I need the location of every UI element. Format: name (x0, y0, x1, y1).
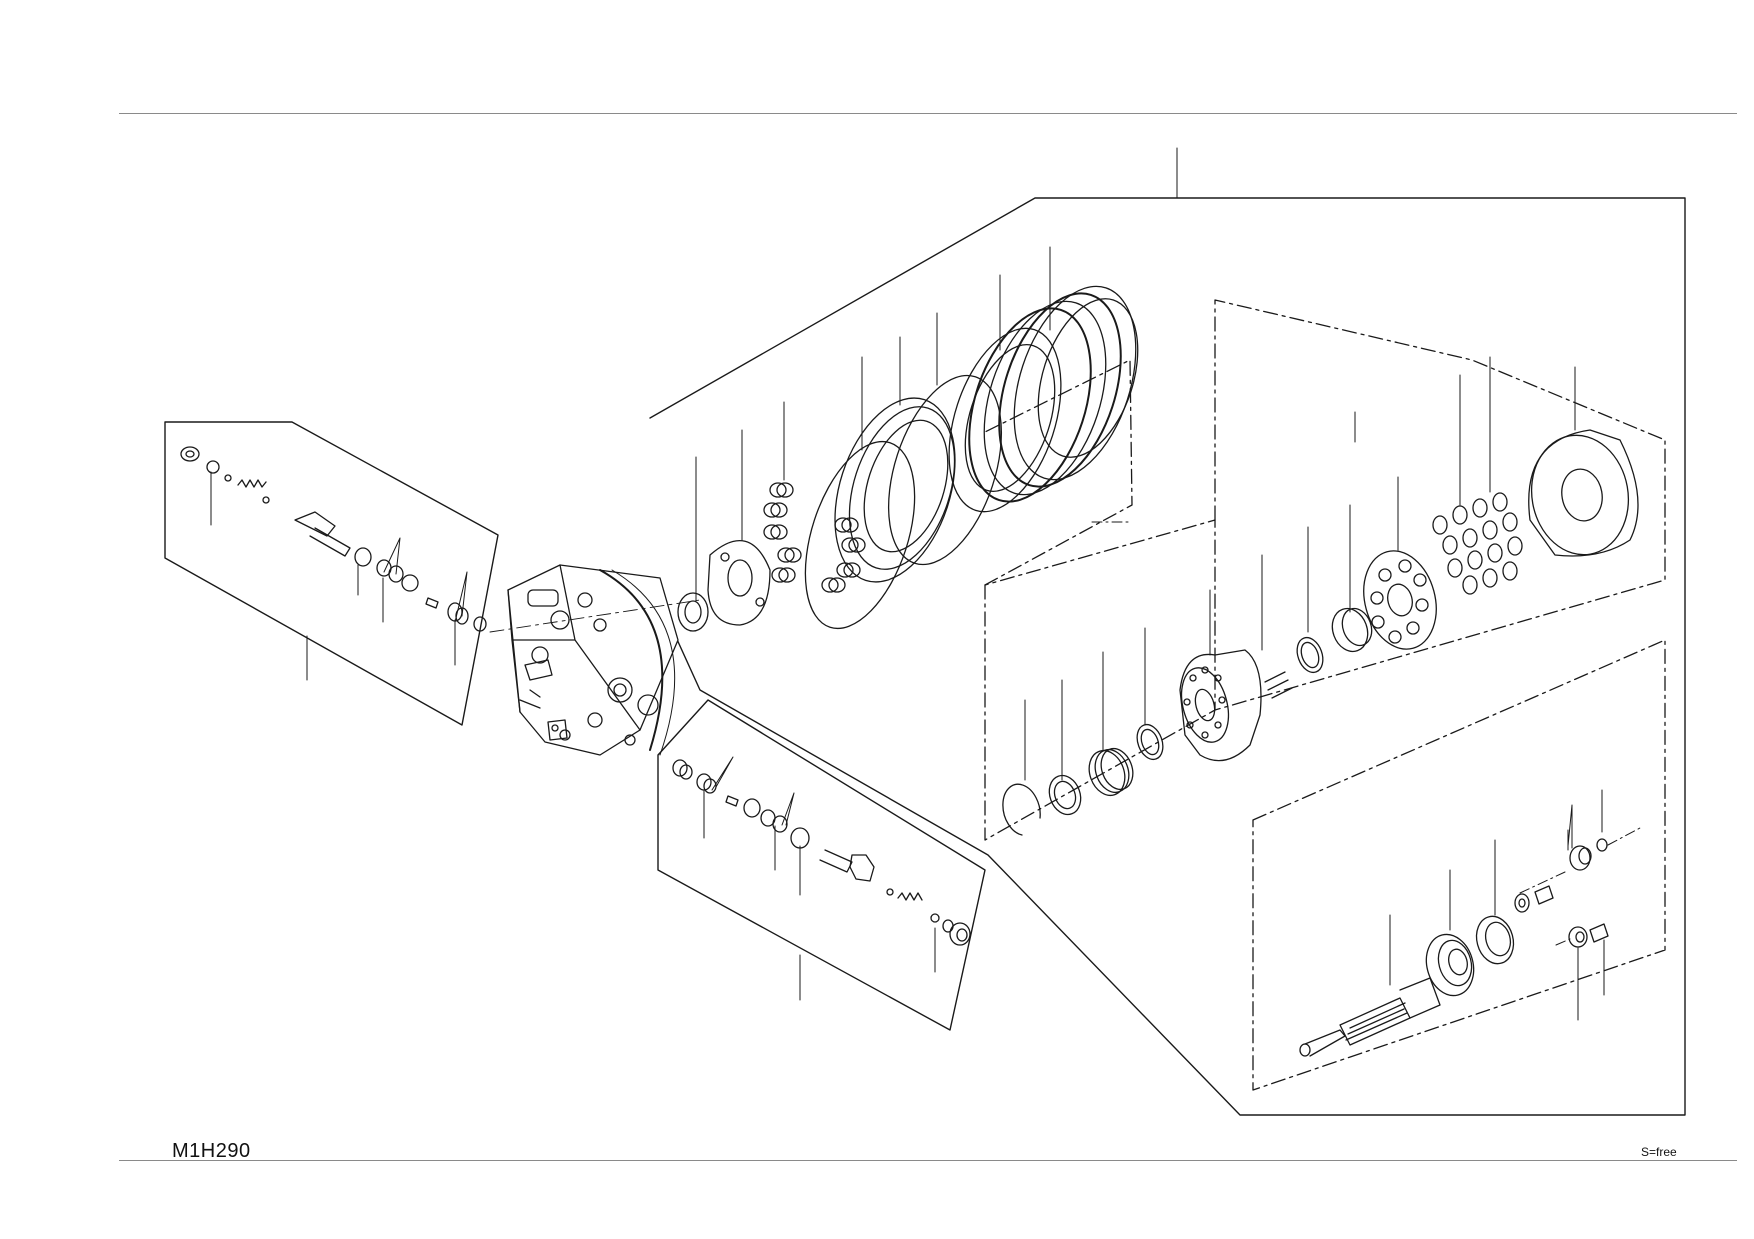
top-border-rule (119, 113, 1737, 114)
group-outline-bottom-relief-valve (657, 699, 986, 1031)
motor-housing (507, 564, 679, 756)
shaft-group-parts (1299, 838, 1609, 1057)
left-group-leader-lines (210, 471, 468, 681)
drawing-code-label: M1H290 (172, 1140, 251, 1162)
group-outline-shaft-kit (1252, 639, 1666, 1091)
group-outline-rotary-top (1214, 299, 1666, 711)
assembly-center-line (489, 599, 701, 633)
scale-note-label: S=free (1641, 1145, 1677, 1159)
shaft-leader-lines (1389, 789, 1641, 1021)
left-relief-valve-parts (180, 446, 487, 632)
bottom-relief-valve-parts (672, 759, 971, 946)
brake-section-parts (677, 285, 1139, 632)
group-outline-brake-assembly (649, 197, 1686, 1116)
group-outline-left-relief-valve (164, 421, 499, 726)
bottom-group-leader-lines (703, 756, 936, 1001)
piston-set (1432, 492, 1523, 595)
group-outline-rotary-inner-dashed (984, 359, 1133, 586)
bottom-border-rule (119, 1160, 1737, 1161)
rotary-leader-lines (1024, 356, 1576, 781)
brake-leader-lines (695, 147, 1178, 601)
rotary-group-parts (1002, 429, 1639, 836)
